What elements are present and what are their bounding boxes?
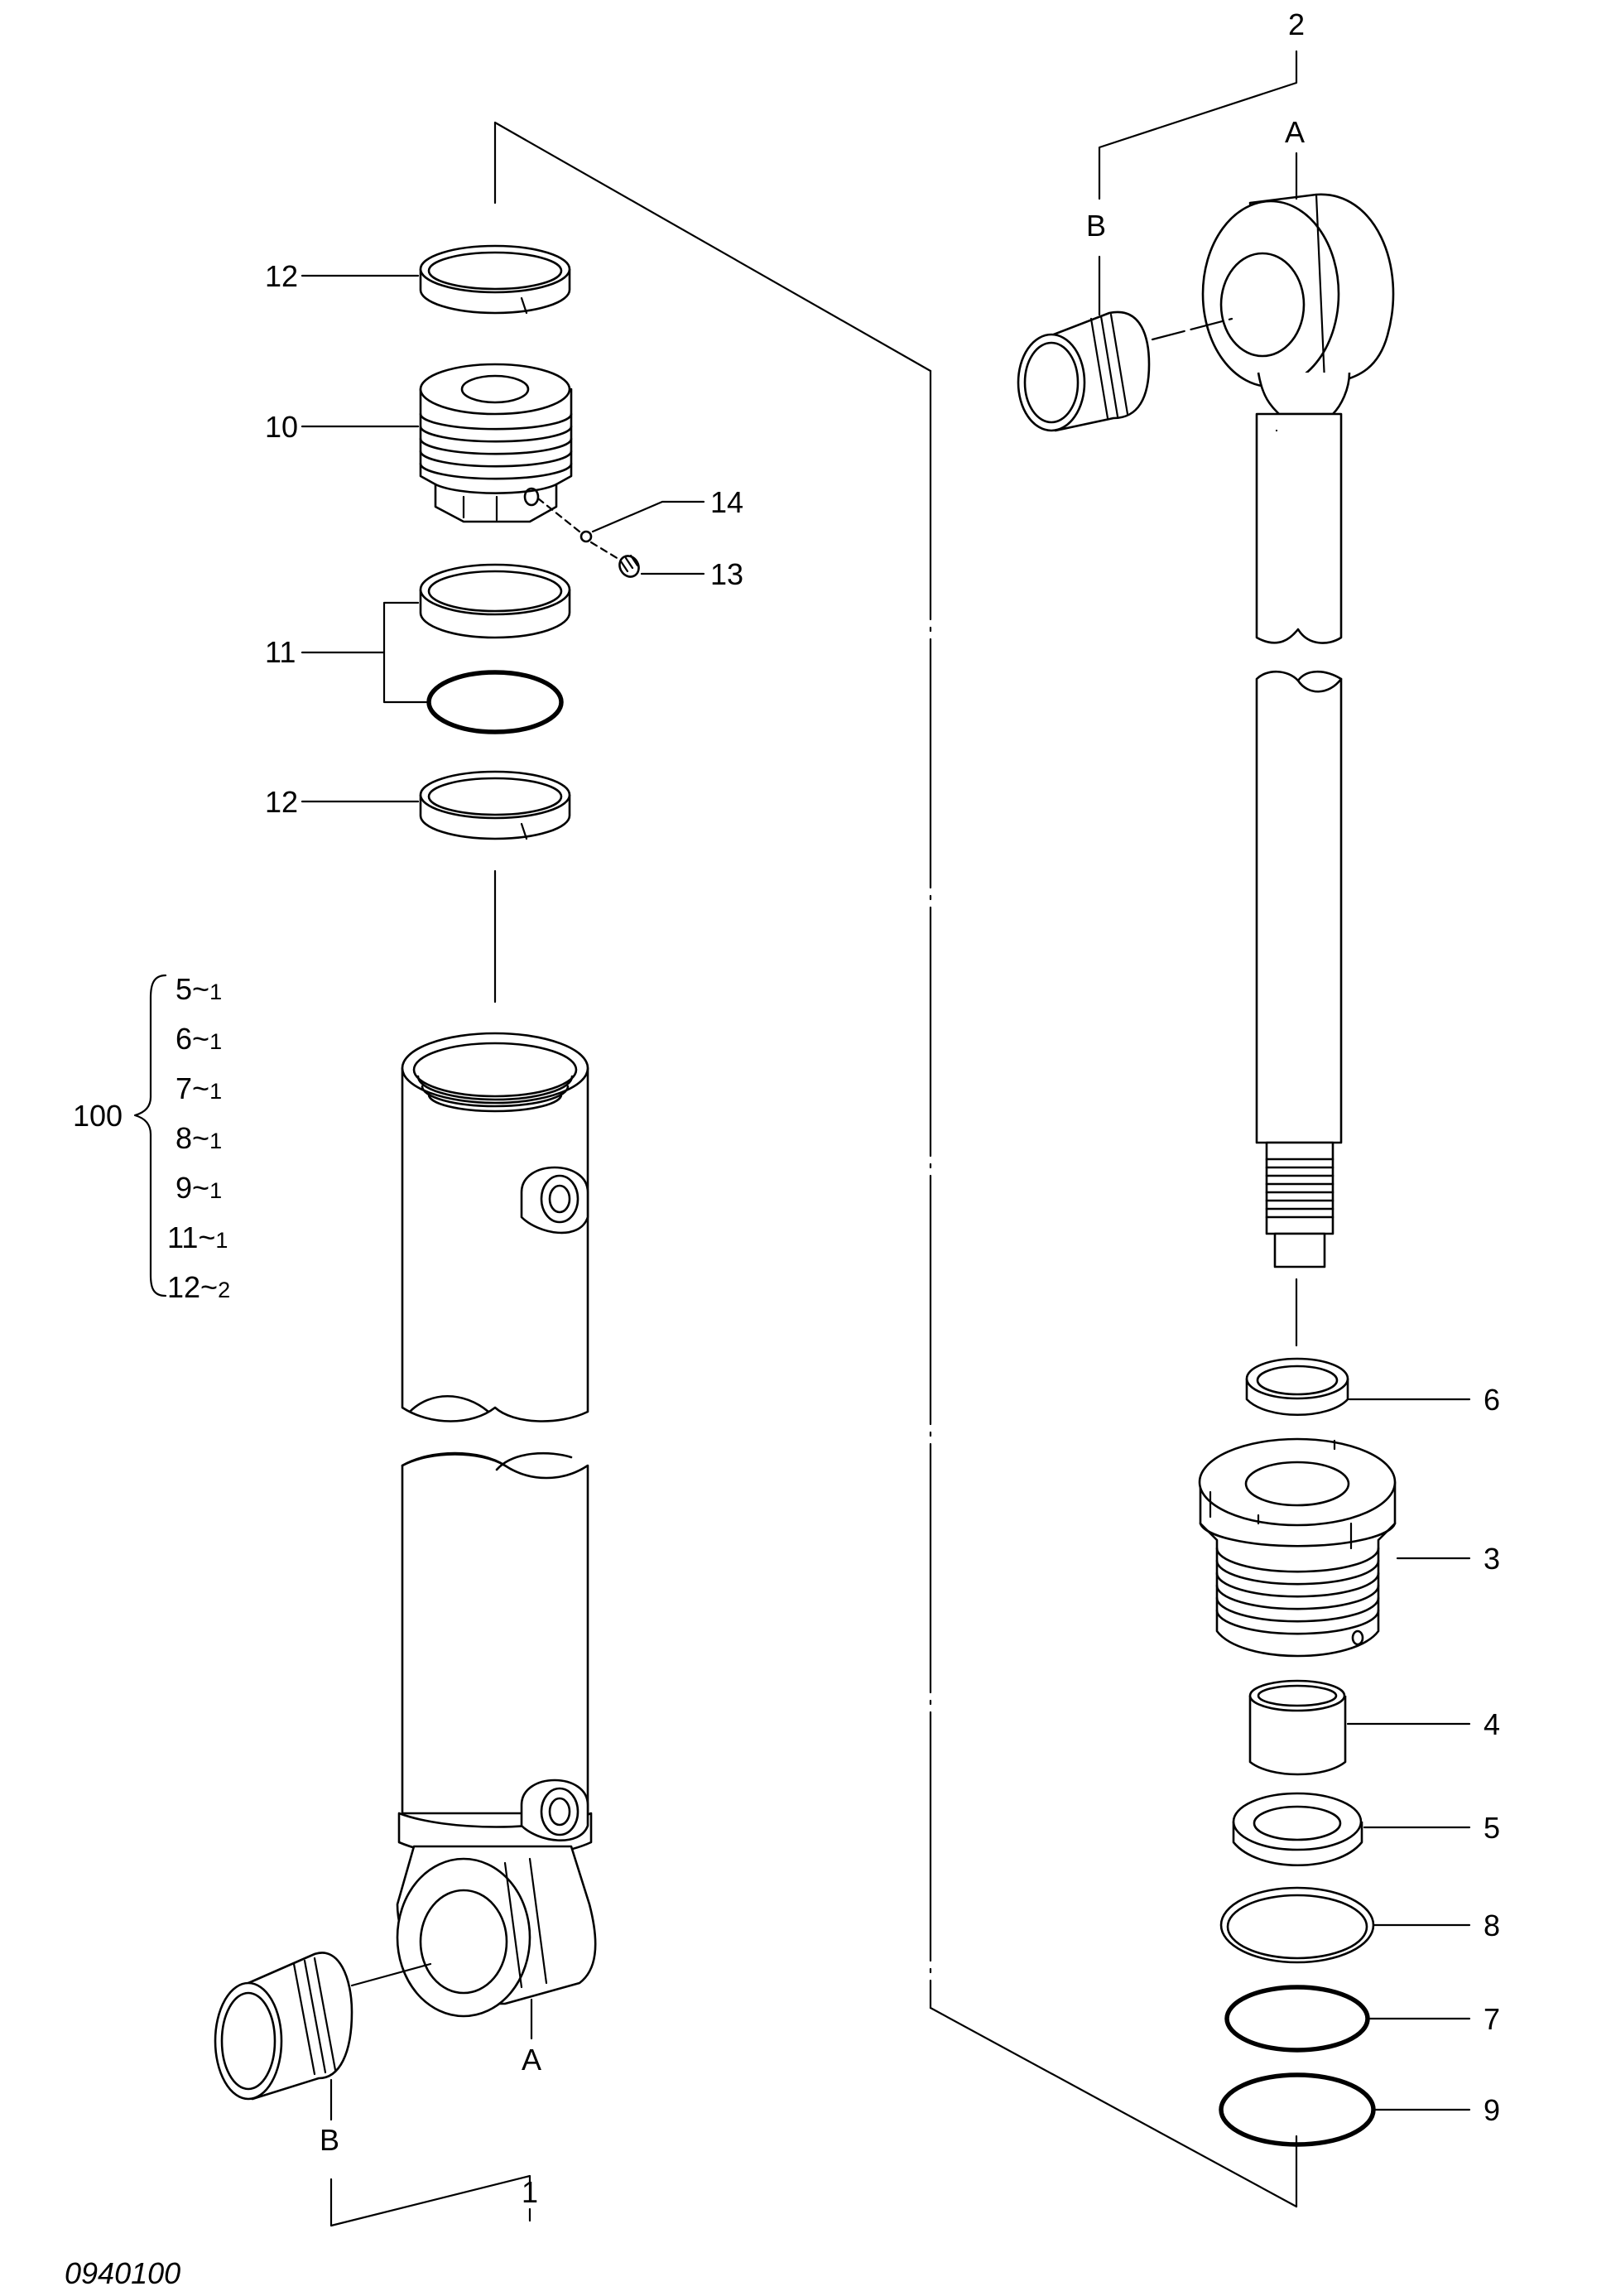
part-5-buffer-ring [1232, 1792, 1363, 1867]
letter-B-rod: B [1086, 209, 1106, 243]
part-4-bushing [1248, 1679, 1347, 1776]
letter-A-rod: A [1285, 115, 1305, 149]
kit-item: 5~1 [176, 972, 222, 1006]
kit-item: 8~1 [176, 1121, 222, 1155]
part-8-backup-ring [1219, 1886, 1375, 1964]
callout-4: 4 [1484, 1707, 1500, 1741]
callout-9: 9 [1484, 2093, 1500, 2127]
kit-item: 12~2 [167, 1270, 230, 1304]
callout-14: 14 [710, 485, 743, 519]
kit-item-list: 5~1 6~1 7~1 8~1 9~1 11~1 12~2 [167, 972, 230, 1304]
callout-12-top: 12 [265, 259, 298, 293]
callout-1: 1 [522, 2175, 538, 2209]
kit-item: 6~1 [176, 1022, 222, 1056]
letter-A-tube: A [522, 2043, 541, 2077]
assembly-boundary-line [493, 121, 1298, 2208]
part-12-backup-ring-bottom [419, 770, 571, 840]
part-1-cylinder-tube [396, 1032, 597, 2018]
callout-12-bottom: 12 [265, 785, 298, 819]
part-6-dust-seal [1245, 1357, 1349, 1417]
bushing-B-rod [1017, 310, 1233, 432]
bracket-1 [329, 2174, 531, 2227]
callout-13: 13 [710, 557, 743, 591]
kit-item: 11~1 [167, 1220, 228, 1254]
callout-3: 3 [1484, 1542, 1500, 1576]
part-2-piston-rod [1201, 193, 1395, 1268]
part-10-cylinder-head [419, 363, 573, 523]
callout-8: 8 [1484, 1909, 1500, 1942]
callout-5: 5 [1484, 1811, 1500, 1845]
bracket-2 [1098, 50, 1298, 200]
drawing-code: 0940100 [65, 2256, 180, 2290]
part-13-set-screw [589, 541, 705, 578]
kit-item: 7~1 [176, 1071, 222, 1105]
kit-number: 100 [73, 1099, 123, 1133]
callout-11: 11 [265, 635, 296, 669]
kit-item: 9~1 [176, 1171, 222, 1205]
callout-2: 2 [1288, 7, 1305, 41]
callout-6: 6 [1484, 1383, 1500, 1417]
part-3-rod-guide [1198, 1437, 1397, 1658]
part-7-o-ring [1224, 1985, 1370, 2053]
callout-7: 7 [1484, 2002, 1500, 2036]
part-11-seal-set [301, 563, 571, 734]
part-9-o-ring [1219, 2072, 1376, 2147]
bushing-B-tube [214, 1952, 432, 2101]
part-14-ball [536, 497, 705, 543]
part-12-backup-ring-top [419, 244, 571, 315]
tube-axis-lines [493, 869, 1298, 1347]
kit-100-brace [133, 974, 167, 1297]
letter-B-tube: B [320, 2123, 339, 2157]
callout-10: 10 [265, 410, 298, 444]
